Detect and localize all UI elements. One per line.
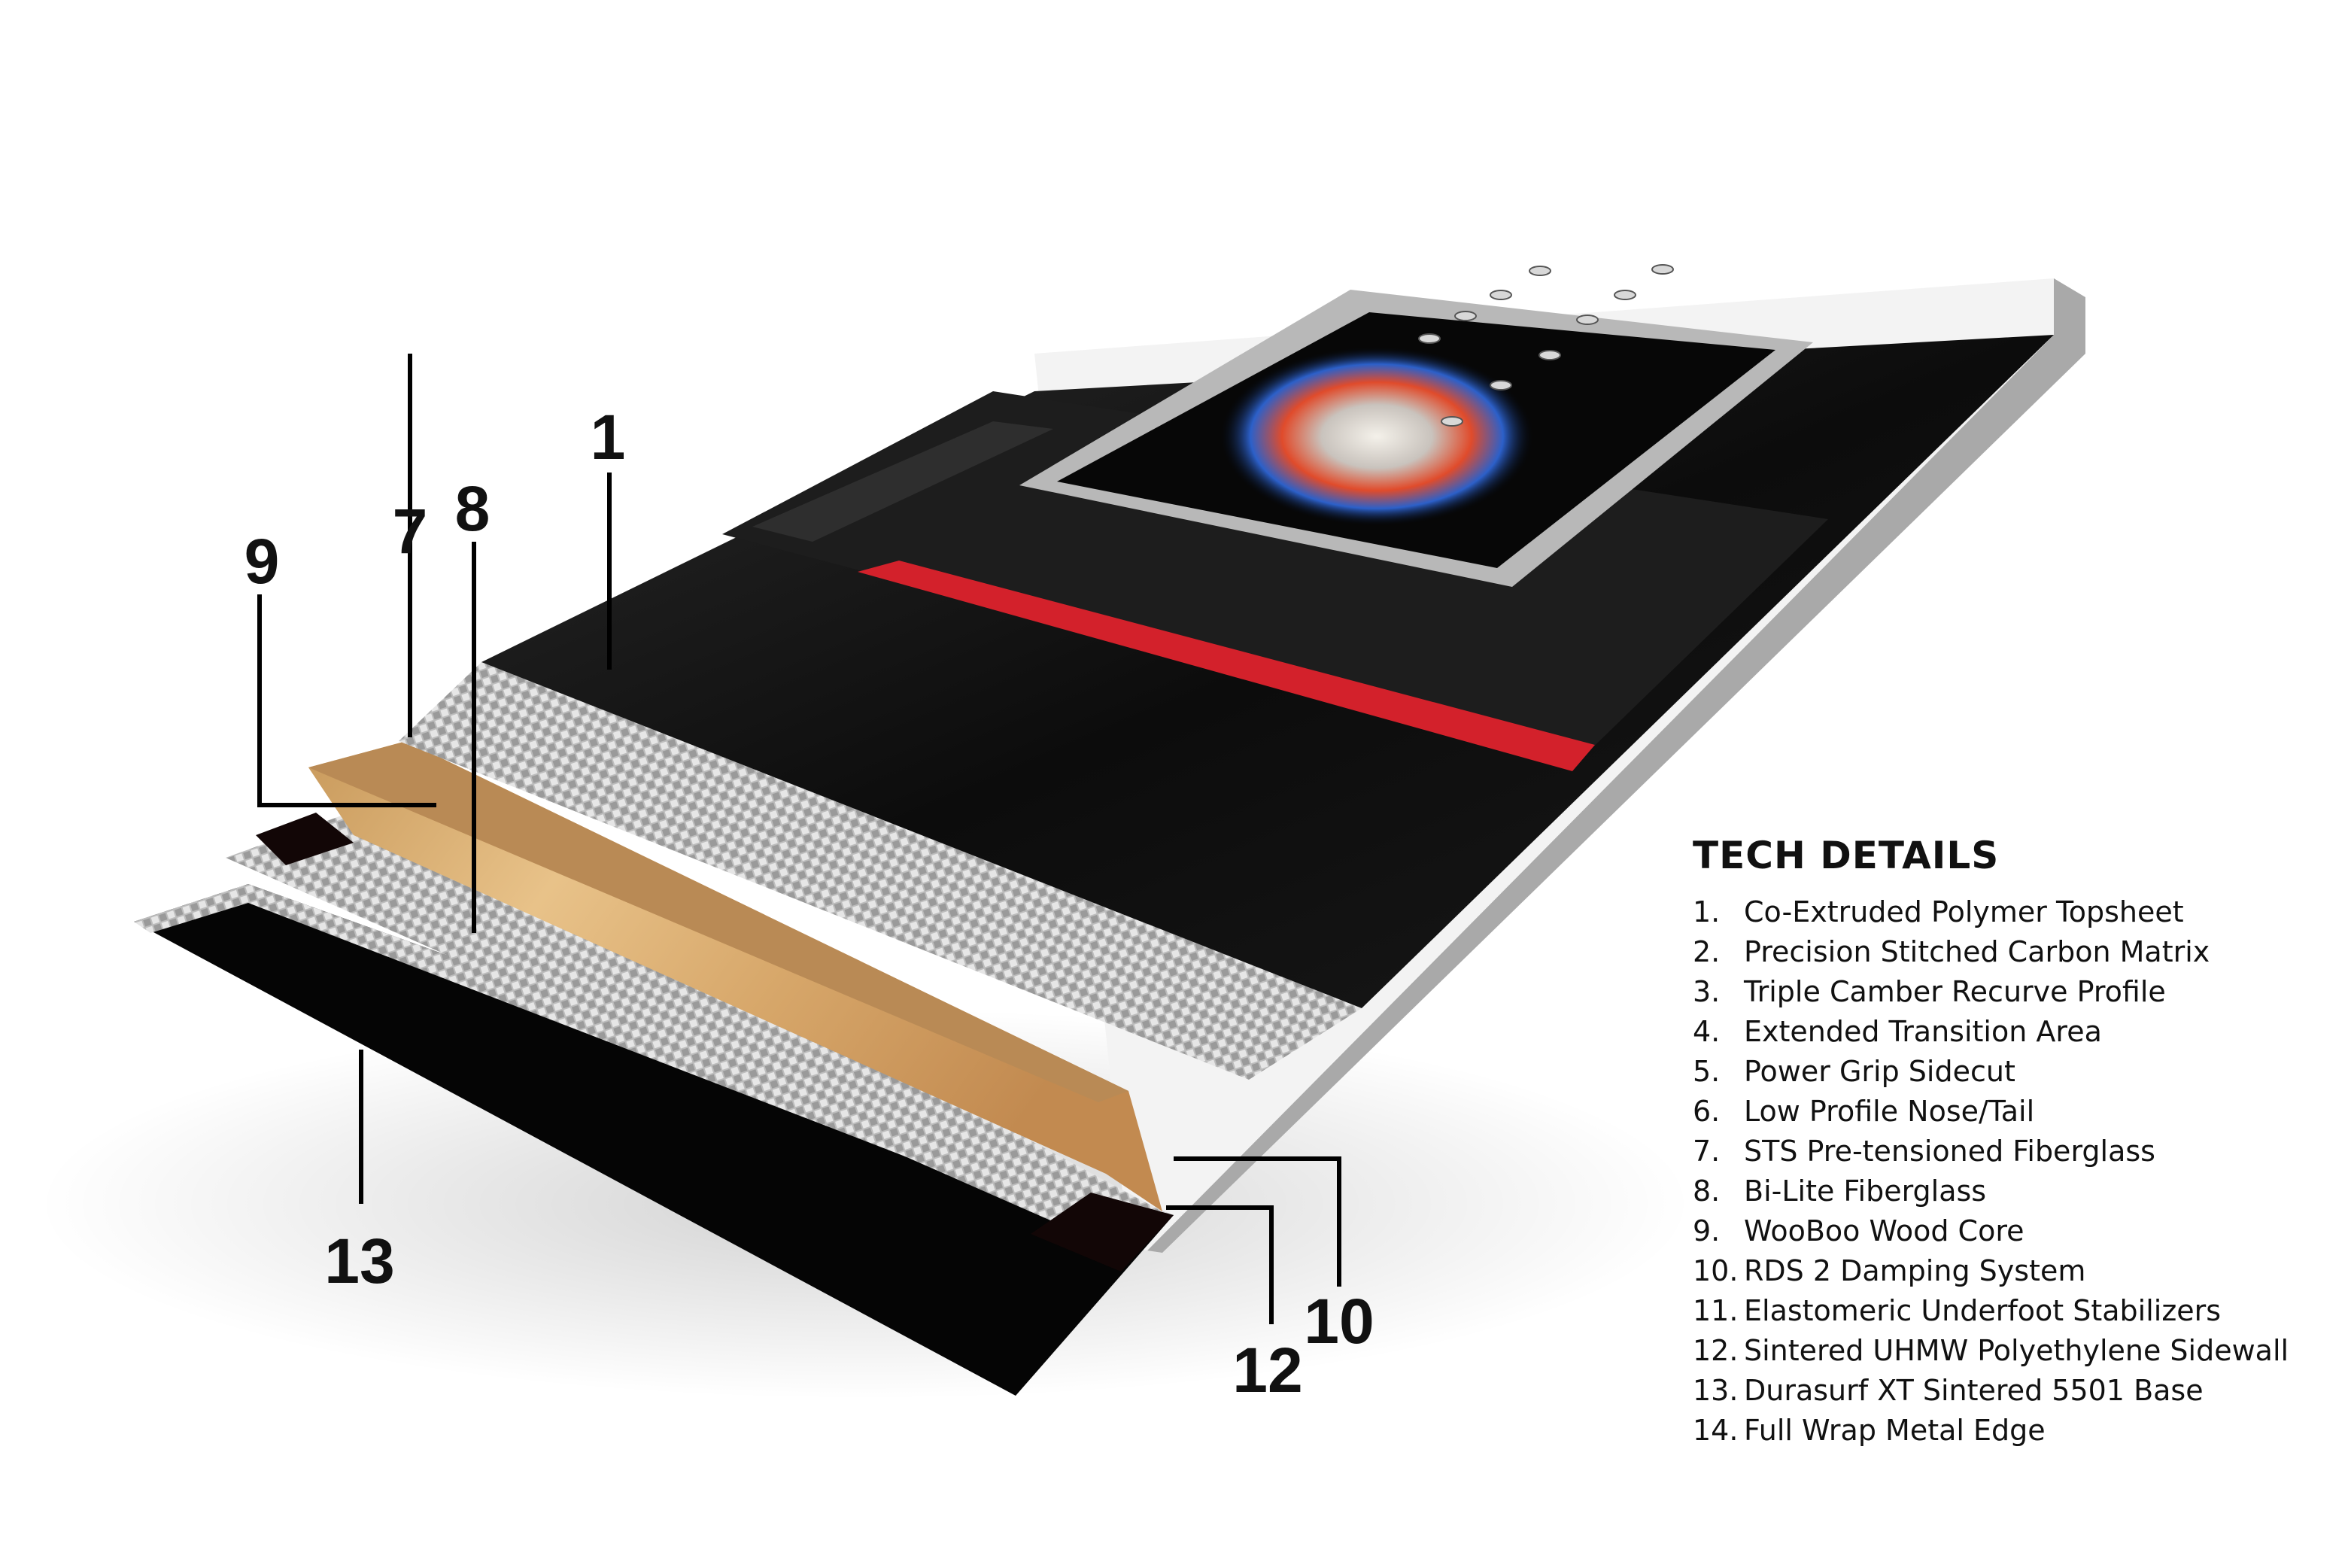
tech-item-label: Elastomeric Underfoot Stabilizers [1744, 1294, 2222, 1327]
tech-item: 3. Triple Camber Recurve Profile [1693, 972, 2340, 1012]
topsheet-sheen [752, 421, 1053, 542]
tech-details-list: 1. Co-Extruded Polymer Topsheet 2. Precisi… [1693, 892, 2340, 1451]
tech-details-title: TECH DETAILS [1693, 834, 2000, 877]
tech-item: 1. Co-Extruded Polymer Topsheet [1693, 892, 2340, 932]
wood-core-top [308, 741, 1128, 1102]
tech-item-label: Precision Stitched Carbon Matrix [1744, 935, 2210, 968]
tech-item: 8. Bi-Lite Fiberglass [1693, 1171, 2340, 1211]
tech-item: 7. STS Pre-tensioned Fiberglass [1693, 1132, 2340, 1171]
tech-item-label: Sintered UHMW Polyethylene Sidewall [1744, 1334, 2289, 1367]
tech-item-label: Durasurf XT Sintered 5501 Base [1744, 1374, 2204, 1407]
graphic-artwork [1219, 346, 1535, 527]
bilite-fiberglass-layer [226, 798, 1162, 1241]
tech-item: 11.Elastomeric Underfoot Stabilizers [1693, 1291, 2340, 1331]
tech-item-number: 13. [1693, 1374, 1739, 1407]
tech-item-label: RDS 2 Damping System [1744, 1254, 2086, 1287]
red-stripe [858, 561, 1595, 771]
callout-1: 1 [591, 402, 626, 473]
tech-item: 9. WooBoo Wood Core [1693, 1211, 2340, 1251]
tech-item-number: 4. [1693, 1015, 1721, 1048]
tech-item-number: 9. [1693, 1214, 1721, 1247]
tech-item-number: 3. [1693, 975, 1721, 1008]
tech-item-number: 7. [1693, 1135, 1721, 1168]
tech-item-label: STS Pre-tensioned Fiberglass [1744, 1135, 2155, 1168]
tech-item: 5. Power Grip Sidecut [1693, 1052, 2340, 1092]
tech-item-label: WooBoo Wood Core [1744, 1214, 2024, 1247]
callout-8: 8 [455, 473, 491, 544]
wood-core [308, 741, 1162, 1211]
tech-item-label: Full Wrap Metal Edge [1744, 1414, 2046, 1447]
tech-item-number: 5. [1693, 1055, 1721, 1088]
tech-item-number: 1. [1693, 895, 1721, 928]
tech-item-label: Triple Camber Recurve Profile [1744, 975, 2166, 1008]
tech-item-number: 14. [1693, 1414, 1739, 1447]
callout-12: 12 [1232, 1335, 1302, 1405]
damping-insert-lower [1031, 1193, 1174, 1272]
tech-item: 14.Full Wrap Metal Edge [1693, 1411, 2340, 1451]
tech-item: 10.RDS 2 Damping System [1693, 1251, 2340, 1291]
sts-fiberglass-layer [399, 662, 1362, 1080]
tech-item: 12.Sintered UHMW Polyethylene Sidewall [1693, 1331, 2340, 1371]
tech-item-number: 10. [1693, 1254, 1739, 1287]
callout-9: 9 [245, 526, 280, 597]
callout-7: 7 [393, 496, 428, 567]
tech-item-number: 2. [1693, 935, 1721, 968]
tech-item: 6. Low Profile Nose/Tail [1693, 1092, 2340, 1132]
tech-item-label: Extended Transition Area [1744, 1015, 2102, 1048]
tech-item: 4. Extended Transition Area [1693, 1012, 2340, 1052]
damping-insert-left [256, 813, 354, 865]
tech-item-number: 12. [1693, 1334, 1739, 1367]
tech-item-label: Low Profile Nose/Tail [1744, 1095, 2035, 1128]
tech-item-label: Bi-Lite Fiberglass [1744, 1174, 1987, 1208]
leader-lines [257, 354, 1341, 1324]
tech-item-number: 11. [1693, 1294, 1739, 1327]
tech-details-panel: TECH DETAILS 1. Co-Extruded Polymer Topsh… [1693, 834, 2340, 1451]
binding-inserts [1418, 264, 1674, 427]
tech-item: 13.Durasurf XT Sintered 5501 Base [1693, 1371, 2340, 1411]
base-layer [134, 884, 1174, 1396]
tech-item-number: 6. [1693, 1095, 1721, 1128]
tech-item: 2. Precision Stitched Carbon Matrix [1693, 932, 2340, 972]
callout-10: 10 [1304, 1286, 1374, 1357]
tech-item-label: Co-Extruded Polymer Topsheet [1744, 895, 2184, 928]
tech-item-number: 8. [1693, 1174, 1721, 1208]
tech-item-label: Power Grip Sidecut [1744, 1055, 2015, 1088]
callout-13: 13 [324, 1226, 394, 1296]
